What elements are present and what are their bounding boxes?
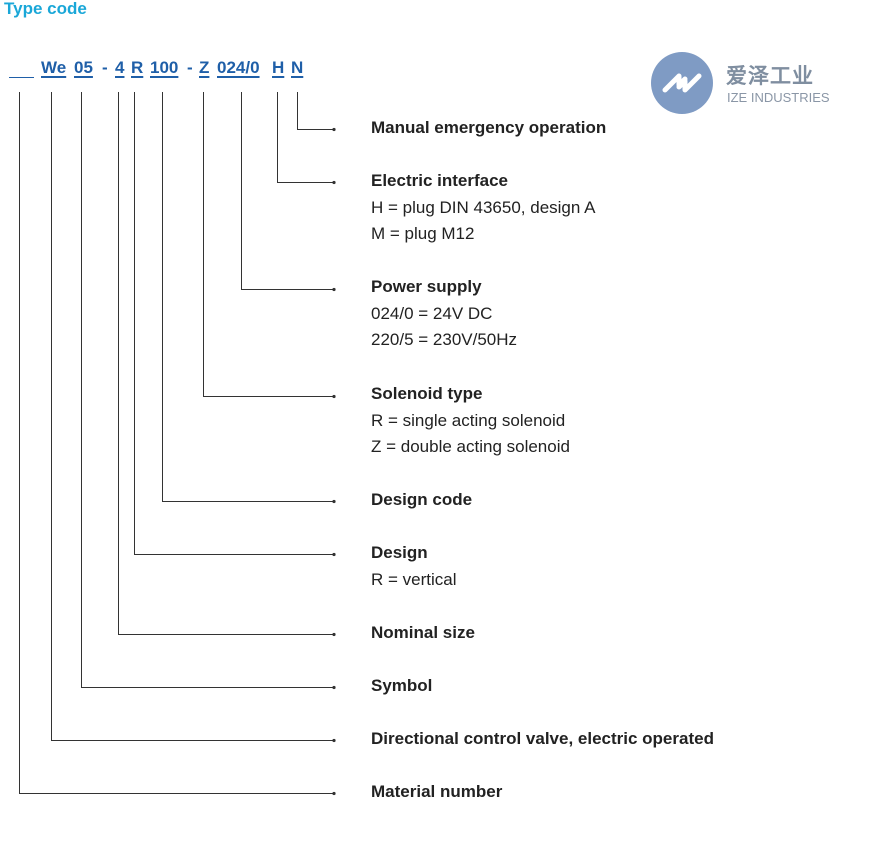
desc-directional-control-valve: Directional control valve, electric oper… xyxy=(371,726,714,753)
code-segment-symbol: 05 xyxy=(74,58,93,77)
desc-nominal-size: Nominal size xyxy=(371,620,475,647)
desc-solenoid-type: Solenoid type R = single acting solenoid… xyxy=(371,381,570,461)
type-code-row: We 05 - 4 R 100 - Z 024/0 H N xyxy=(0,58,330,82)
connector-material-number xyxy=(19,92,333,794)
code-segment-solenoid-type: Z xyxy=(199,58,210,77)
desc-design-code: Design code xyxy=(371,487,472,514)
desc-design: Design R = vertical xyxy=(371,540,457,593)
desc-line: 024/0 = 24V DC xyxy=(371,303,493,323)
connector-dot xyxy=(332,180,336,185)
desc-manual-emergency-operation: Manual emergency operation xyxy=(371,115,606,142)
connector-nominal-size xyxy=(118,92,333,635)
code-segment-we: We xyxy=(41,58,67,77)
code-segment-nominal-size: 4 xyxy=(115,58,125,77)
desc-heading: Solenoid type xyxy=(371,384,483,403)
desc-line: 220/5 = 230V/50Hz xyxy=(371,330,518,349)
desc-heading: Design xyxy=(371,543,428,562)
desc-heading: Manual emergency operation xyxy=(371,118,607,137)
company-logo: 爱泽工业 IZE INDUSTRIES xyxy=(651,52,851,116)
desc-heading: Nominal size xyxy=(371,623,475,642)
desc-electric-interface: Electric interface H = plug DIN 43650, d… xyxy=(371,168,595,248)
desc-material-number: Material number xyxy=(371,779,502,806)
material-number-blank xyxy=(9,77,34,78)
connector-electric-interface xyxy=(277,92,333,183)
desc-heading: Symbol xyxy=(371,676,433,695)
code-separator: - xyxy=(187,58,193,77)
desc-line: R = single acting solenoid xyxy=(371,410,566,430)
connector-dot xyxy=(332,287,336,292)
code-separator: - xyxy=(102,58,108,77)
page-title: Type code xyxy=(4,0,87,18)
desc-line: R = vertical xyxy=(371,569,457,589)
desc-heading: Material number xyxy=(371,782,503,801)
connector-design-code xyxy=(162,92,333,502)
connector-dot xyxy=(332,738,336,743)
code-segment-electric-interface: H xyxy=(272,58,285,77)
connector-power-supply xyxy=(241,92,333,290)
code-segment-design: R xyxy=(131,58,144,77)
ize-logo-icon xyxy=(651,52,713,114)
connector-dot xyxy=(332,552,336,557)
logo-name-english: IZE INDUSTRIES xyxy=(727,90,830,105)
desc-line: M = plug M12 xyxy=(371,224,475,243)
connector-manual-emergency xyxy=(297,92,333,130)
connector-solenoid-type xyxy=(203,92,333,397)
desc-line: H = plug DIN 43650, design A xyxy=(371,197,596,217)
connector-dot xyxy=(332,127,336,132)
connector-dot xyxy=(332,685,336,690)
connector-symbol xyxy=(81,92,333,688)
connector-directional-valve xyxy=(51,92,333,741)
desc-heading: Directional control valve, electric oper… xyxy=(371,729,714,748)
connector-dot xyxy=(332,394,336,399)
connector-dot xyxy=(332,632,336,637)
connector-dot xyxy=(332,499,336,504)
desc-line: Z = double acting solenoid xyxy=(371,437,570,456)
desc-power-supply: Power supply 024/0 = 24V DC 220/5 = 230V… xyxy=(371,274,517,354)
desc-heading: Electric interface xyxy=(371,171,509,190)
connector-design xyxy=(134,92,333,555)
desc-symbol: Symbol xyxy=(371,673,432,700)
logo-name-chinese: 爱泽工业 xyxy=(726,64,814,88)
code-segment-power-supply: 024/0 xyxy=(217,58,260,77)
code-segment-design-code: 100 xyxy=(150,58,179,77)
connector-dot xyxy=(332,791,336,796)
code-segment-manual-operation: N xyxy=(291,58,304,77)
desc-heading: Design code xyxy=(371,490,473,509)
desc-heading: Power supply xyxy=(371,277,482,296)
